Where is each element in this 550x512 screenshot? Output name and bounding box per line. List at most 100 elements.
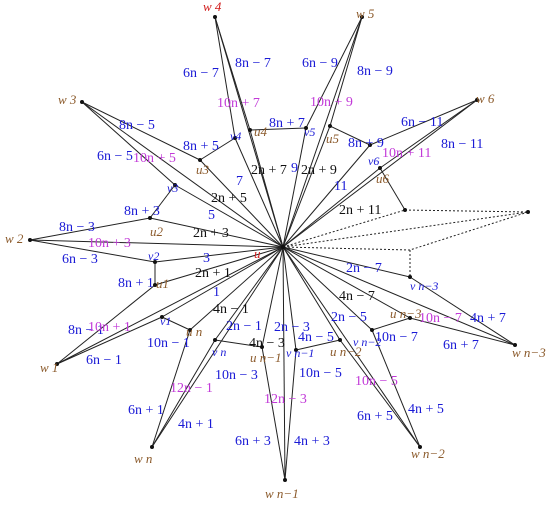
node-vn <box>213 338 217 342</box>
label-6n-5: 6n − 5 <box>97 149 133 164</box>
node-vn3 <box>408 275 412 279</box>
label-w3: w 3 <box>58 92 77 107</box>
label-6n-11: 6n − 11 <box>401 115 443 130</box>
label-wn2: w n−2 <box>411 446 445 461</box>
label-3: 3 <box>203 251 210 266</box>
node-dot-b <box>526 210 530 214</box>
edge-vn1-un2 <box>295 339 341 351</box>
blue-labels: 6n − 7 8n − 7 6n − 9 8n − 9 8n − 5 6n − … <box>59 56 506 449</box>
label-u1: u1 <box>156 276 169 291</box>
edge-center-w6 <box>282 99 478 248</box>
label-8n-7: 8n − 7 <box>235 56 271 71</box>
label-v6: v6 <box>368 154 379 168</box>
label-2n+5: 2n + 5 <box>211 191 247 206</box>
edge-wn3-un3 <box>409 317 516 346</box>
edges <box>29 16 529 481</box>
label-10n+9: 10n + 9 <box>310 95 353 110</box>
edge-center-v5 <box>282 127 307 248</box>
edge-center-un2 <box>282 246 341 341</box>
edge-center-w5 <box>282 16 363 248</box>
node-un3 <box>408 316 412 320</box>
label-8n-5: 8n − 5 <box>119 118 155 133</box>
node-un1 <box>260 345 264 349</box>
edge-wn1-vn1 <box>284 349 297 481</box>
node-u5 <box>328 124 332 128</box>
label-11: 11 <box>334 179 347 194</box>
label-7: 7 <box>236 174 243 189</box>
edge-center-v2 <box>154 246 284 263</box>
label-4n-7: 4n − 7 <box>339 289 375 304</box>
edge-w6-v6 <box>369 99 478 146</box>
label-2n+1: 2n + 1 <box>195 266 231 281</box>
label-12n-3: 12n − 3 <box>264 392 307 407</box>
label-wn: w n <box>134 451 152 466</box>
black-labels: 2n + 7 2n + 9 2n + 5 2n + 11 2n + 3 2n +… <box>193 163 381 351</box>
node-dot-a <box>403 208 407 212</box>
edge-w3-u3 <box>81 101 201 161</box>
edge-w5-u5 <box>329 16 363 127</box>
label-vn: v n <box>212 345 226 359</box>
edge-v3-u2 <box>149 184 176 219</box>
label-w5: w 5 <box>356 6 375 21</box>
edge-dot-3 <box>282 211 529 248</box>
label-un1: u n−1 <box>250 350 282 365</box>
edge-w1-u1 <box>56 284 156 365</box>
edge-v1-un <box>161 316 191 331</box>
magenta-labels: 10n + 7 10n + 9 10n + 5 10n + 11 10n + 3… <box>88 95 462 407</box>
edge-dot-2 <box>404 209 529 213</box>
edge-vn2-un3 <box>371 317 411 331</box>
edge-u6-dot <box>379 167 406 211</box>
edge-wn2-vn2 <box>371 329 421 448</box>
label-4n-5: 4n − 5 <box>298 330 334 345</box>
node-u2 <box>148 216 152 220</box>
edge-w4-u4 <box>214 16 251 131</box>
label-2n-5: 2n − 5 <box>331 310 367 325</box>
edge-center-v3 <box>174 184 284 248</box>
label-8n+3: 8n + 3 <box>124 204 160 219</box>
label-u6: u6 <box>376 171 390 186</box>
node-v5 <box>304 126 308 130</box>
label-4n+7: 4n + 7 <box>470 311 506 326</box>
label-6n-3: 6n − 3 <box>62 252 98 267</box>
node-un <box>188 328 192 332</box>
label-10n+1: 10n + 1 <box>88 320 131 335</box>
label-8n-1: 8n − 1 <box>68 323 104 338</box>
label-u-center: u <box>254 246 261 261</box>
label-10n-5: 10n − 5 <box>299 366 342 381</box>
edge-center-vn2 <box>282 246 373 331</box>
label-vn1: v n−1 <box>286 346 314 360</box>
edge-wn-un <box>151 329 191 448</box>
edge-center-wn3 <box>282 246 516 346</box>
node-w2 <box>28 238 32 242</box>
edge-center-u3 <box>199 159 284 248</box>
label-5: 5 <box>208 208 215 223</box>
node-v4 <box>233 136 237 140</box>
label-v2: v2 <box>148 249 159 263</box>
label-u3: u3 <box>196 162 210 177</box>
label-u2: u2 <box>150 224 164 239</box>
label-4n+1: 4n + 1 <box>178 417 214 432</box>
label-u5: u5 <box>326 131 340 146</box>
label-w1: w 1 <box>40 360 58 375</box>
edge-w2-u2 <box>29 217 151 241</box>
edge-w6-u6 <box>379 99 478 169</box>
edge-center-u2 <box>149 217 284 248</box>
node-w4 <box>213 15 217 19</box>
label-10n-7: 10n − 7 <box>375 330 418 345</box>
label-4n+5: 4n + 5 <box>408 402 444 417</box>
edge-vn-un1 <box>214 339 263 348</box>
edge-w1-v1 <box>56 316 163 365</box>
label-v3: v3 <box>167 181 178 195</box>
node-v2 <box>153 260 157 264</box>
label-u4: u4 <box>254 124 268 139</box>
label-6n+3: 6n + 3 <box>235 434 271 449</box>
nodes <box>28 15 530 482</box>
label-10n-1: 10n − 1 <box>147 336 190 351</box>
label-10n-7-m: 10n − 7 <box>419 311 462 326</box>
label-un3: u n−3 <box>390 306 422 321</box>
edge-center-v4 <box>234 137 284 248</box>
edge-center-v1 <box>161 246 284 318</box>
label-4n+3: 4n + 3 <box>294 434 330 449</box>
v-labels: v4 v5 v6 v3 v2 v1 v n v n−1 v n−2 v n−3 <box>148 125 438 360</box>
edge-wn3-vn3 <box>409 276 516 346</box>
